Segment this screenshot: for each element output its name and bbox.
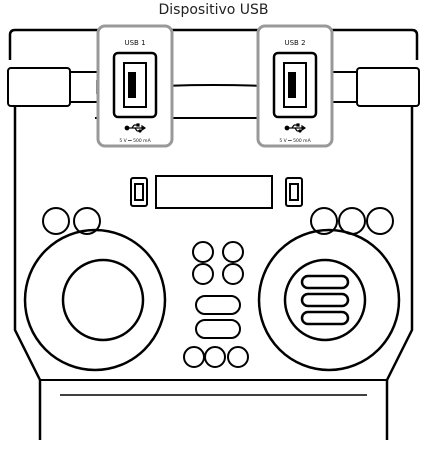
jog-left [23,228,167,372]
center-pill-1 [195,295,241,315]
body-usb-slot-right [289,183,299,201]
center-controls [183,241,249,368]
left-side [13,90,42,440]
button-left-1 [42,207,70,235]
body-ports [130,175,303,209]
center-button-3 [192,263,214,285]
usb-stick-body-left [7,67,71,107]
jog-knob-right [283,258,367,342]
center-button-4 [222,263,244,285]
jog-pad-right-1 [300,274,350,290]
top-buttons [42,207,394,235]
bottom-button-1 [183,346,205,368]
figure-title: Dispositivo USB [158,2,269,18]
center-button-2 [222,241,244,263]
usb-symbol-icon [284,123,307,133]
jog-right [257,228,401,372]
usb-label-right: USB 2 [284,39,305,47]
body-usb-slot-left [134,183,144,201]
button-left-2 [73,207,101,235]
usb-stick-plug-left [69,71,99,103]
usb-label-left: USB 1 [124,39,145,47]
jog-pad-right-2 [300,292,350,308]
speaker-body [8,28,419,440]
top-edge [8,28,419,60]
jog-pad-right-3 [300,310,350,326]
usb-callout-right: USB 2 5 V ⎓ 500 mA [256,24,334,148]
usb-symbol-icon [124,123,147,133]
display-window [155,175,273,209]
jog-outer-left [23,228,167,372]
usb-rating-right: 5 V ⎓ 500 mA [279,138,311,144]
jog-knob-left [61,258,145,342]
bottom-button-2 [204,346,226,368]
button-right-2 [338,207,366,235]
usb-stick-plug-right [328,71,358,103]
usb-stick-body-right [356,67,420,107]
usb-callout-left: USB 1 5 V ⎓ 500 mA [96,24,174,148]
jog-outer-right [257,228,401,372]
usb-rating-left: 5 V ⎓ 500 mA [119,138,151,144]
button-right-3 [366,207,394,235]
bottom-button-3 [227,346,249,368]
usb-port-tongue-left [128,72,136,98]
usb-port-tongue-right [288,72,296,98]
center-button-1 [192,241,214,263]
button-right-1 [310,207,338,235]
center-pill-2 [195,319,241,339]
right-side [385,90,414,440]
